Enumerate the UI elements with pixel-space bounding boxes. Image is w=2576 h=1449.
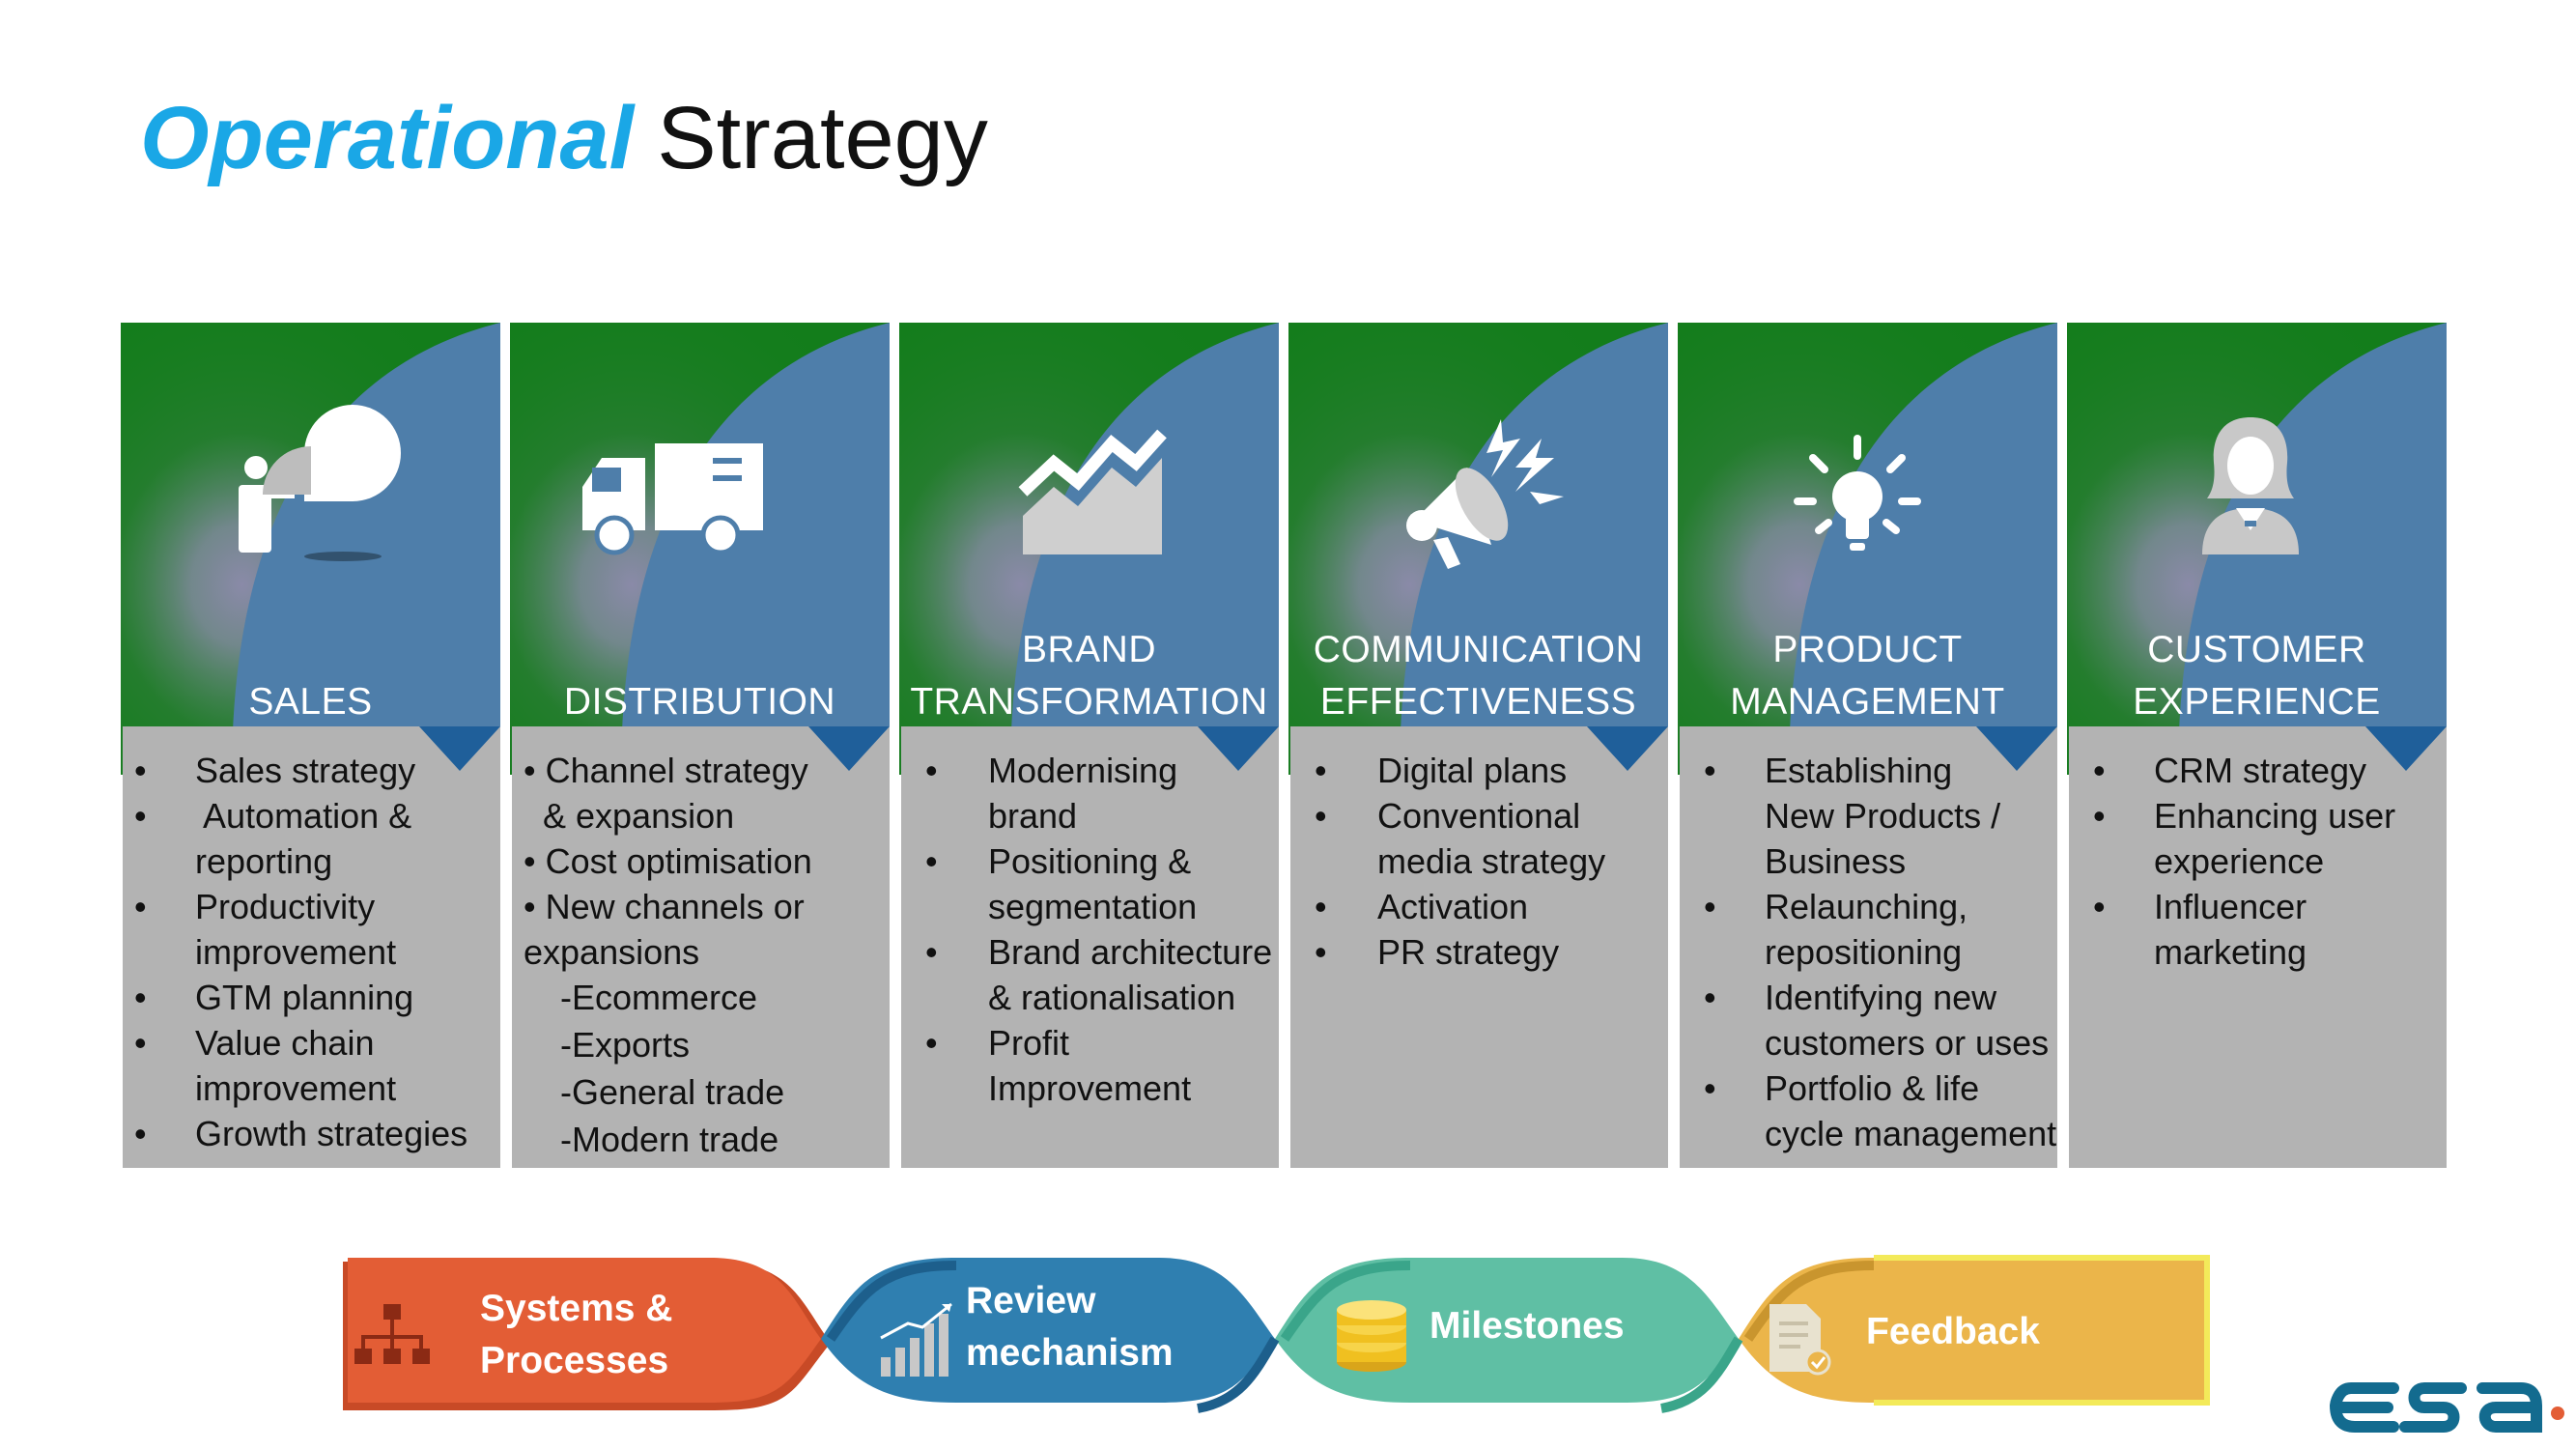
presenter-pie-chart-icon: [239, 405, 401, 561]
ribbon-label-review: Review mechanism: [966, 1280, 1174, 1374]
area-chart-icon: [1018, 429, 1167, 554]
customer-woman-icon: [2202, 417, 2299, 554]
column-body: • Channel strategy & expansion • Cost op…: [512, 726, 890, 1168]
column-customer-experience: CUSTOMER EXPERIENCE •CRM strategy •Enhan…: [2067, 323, 2447, 1168]
triangle-marker: [2365, 726, 2447, 771]
column-header: COMMUNICATION EFFECTIVENESS: [1288, 323, 1668, 775]
column-communication-effectiveness: COMMUNICATION EFFECTIVENESS •Digital pla…: [1288, 323, 1668, 1168]
header-background: [1288, 323, 1668, 775]
column-body: •CRM strategy •Enhancing user experience…: [2069, 726, 2447, 1168]
ribbon-label-systems: Systems & Processes: [480, 1288, 673, 1381]
segment-review: [821, 1258, 1275, 1403]
title-emphasis: Operational: [140, 89, 635, 187]
esa-logo: [2329, 1382, 2564, 1433]
column-heading: PRODUCT MANAGEMENT: [1730, 629, 2005, 723]
column-header: CUSTOMER EXPERIENCE: [2067, 323, 2447, 775]
column-heading: COMMUNICATION EFFECTIVENESS: [1313, 629, 1644, 723]
column-header: SALES: [121, 323, 500, 775]
column-brand-transformation: BRAND TRANSFORMATION •Modernising brand …: [899, 323, 1279, 1168]
triangle-marker: [419, 726, 500, 771]
header-background: [510, 323, 890, 775]
column-heading: BRAND TRANSFORMATION: [910, 629, 1268, 723]
triangle-marker: [1587, 726, 1668, 771]
triangle-marker: [1198, 726, 1279, 771]
lightbulb-icon: [1794, 435, 1921, 551]
ribbon-shapes: [343, 1255, 2210, 1413]
column-heading: CUSTOMER EXPERIENCE: [2133, 629, 2381, 723]
process-ribbon: Systems & Processes Review mechanism Mil…: [0, 1246, 2576, 1439]
header-background: [121, 323, 500, 775]
org-chart-icon: [354, 1304, 430, 1364]
segment-feedback: [1739, 1258, 2207, 1403]
megaphone-icon: [1406, 419, 1564, 569]
column-heading: DISTRIBUTION: [563, 681, 836, 723]
column-body: •Modernising brand •Positioning & segmen…: [901, 726, 1279, 1168]
column-heading: SALES: [248, 681, 373, 723]
column-header: BRAND TRANSFORMATION: [899, 323, 1279, 775]
growth-bars-icon: [880, 1302, 952, 1377]
coin-stack-icon: [1337, 1300, 1406, 1372]
column-body: •Sales strategy • Automation & reporting…: [123, 726, 500, 1168]
ribbon-label-milestones: Milestones: [1430, 1305, 1625, 1347]
delivery-truck-icon: [582, 443, 763, 555]
segment-systems: [348, 1258, 821, 1403]
column-body: •Digital plans •Conventional media strat…: [1290, 726, 1668, 1168]
triangle-marker: [1976, 726, 2057, 771]
triangle-marker: [808, 726, 890, 771]
ribbon-label-feedback: Feedback: [1866, 1311, 2040, 1352]
document-check-icon: [1769, 1304, 1831, 1376]
title-rest: Strategy: [657, 89, 988, 187]
column-header: PRODUCT MANAGEMENT: [1678, 323, 2057, 775]
column-header: DISTRIBUTION: [510, 323, 890, 775]
column-sales: SALES •Sales strategy • Automation & rep…: [121, 323, 500, 1168]
column-body: •Establishing New Products / Business •R…: [1680, 726, 2057, 1168]
column-product-management: PRODUCT MANAGEMENT •Establishing New Pro…: [1678, 323, 2057, 1168]
column-distribution: DISTRIBUTION • Channel strategy & expans…: [510, 323, 890, 1168]
header-background: [1678, 323, 2057, 775]
